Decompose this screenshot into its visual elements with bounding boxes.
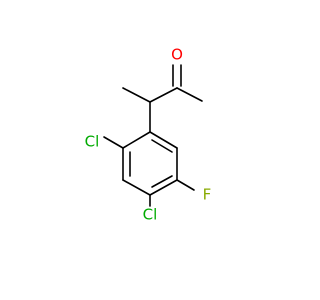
oxygen-atom-label: O: [171, 46, 183, 64]
bond-ring-1: [149, 131, 178, 149]
bond-ring-3: [149, 179, 178, 196]
atom-layer: O Cl F Cl: [85, 46, 212, 224]
bond-ring-4: [122, 179, 151, 196]
bond-ring-cl-top: [103, 136, 124, 149]
bond-ring-f: [176, 179, 195, 191]
bond-ring-6: [122, 131, 151, 149]
bond-aldehyde-c-h: [176, 87, 203, 102]
bond-ring-3-inner: [151, 175, 173, 188]
chlorine-atom-label-top: Cl: [85, 133, 100, 151]
bond-chiral-c-methyl: [122, 87, 151, 103]
fluorine-atom-label: F: [203, 186, 212, 204]
bond-layer: [103, 64, 203, 207]
chlorine-atom-label-bottom: Cl: [143, 206, 158, 224]
bond-ring-1-inner: [151, 139, 173, 153]
diagram-background: [0, 0, 300, 300]
bond-chiral-c-aldehyde-c: [149, 87, 178, 103]
molecule-diagram: O Cl F Cl: [0, 0, 300, 300]
